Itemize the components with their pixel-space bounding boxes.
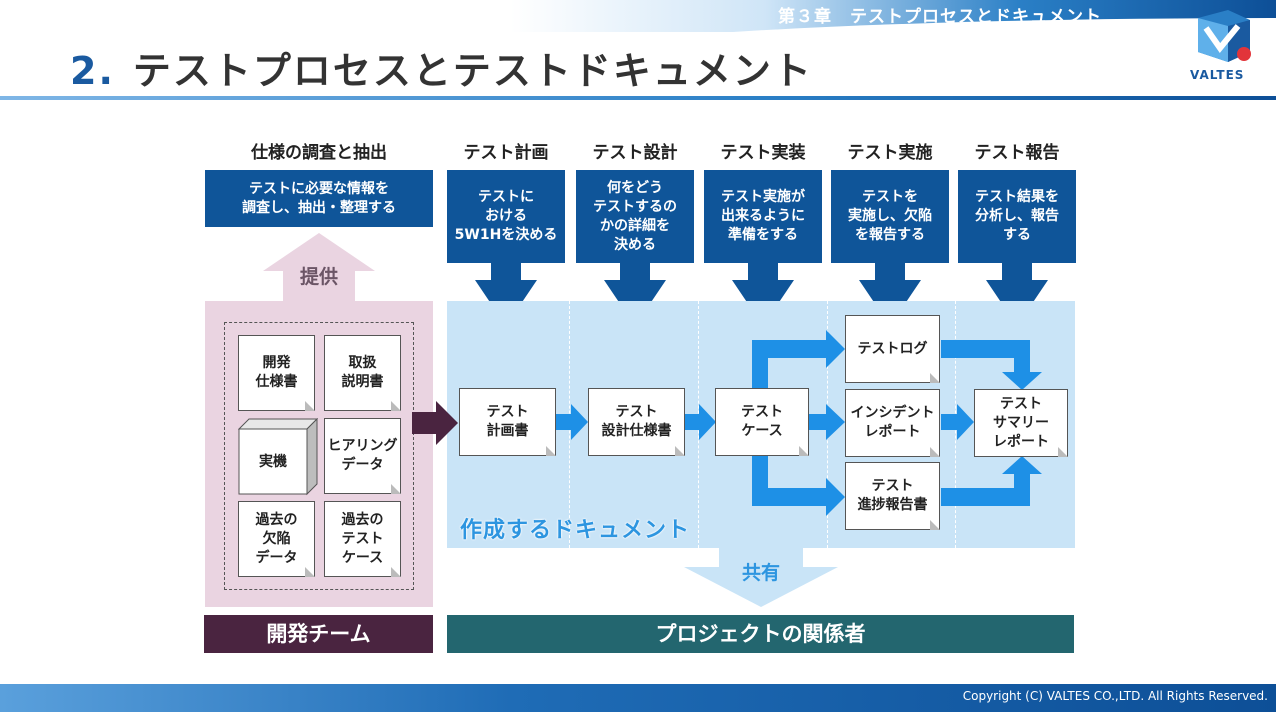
down-arrow-stem [1002, 262, 1032, 282]
heading-spec-research: 仕様の調査と抽出 [251, 143, 387, 163]
title-text: テストプロセスとテストドキュメント [132, 49, 813, 93]
incident-to-summary-arrow-icon [941, 404, 974, 440]
heading-test-execution: テスト実施 [847, 143, 933, 163]
down-arrow-stem [748, 262, 778, 282]
footer-band [0, 684, 1276, 712]
desc-test-execution: テストを実施し、欠陥を報告する [831, 170, 949, 263]
heading-test-design: テスト設計 [592, 143, 678, 163]
provide-label: 提供 [299, 266, 338, 288]
dev-doc-past-test-cases: 過去のテストケース [324, 501, 401, 577]
down-arrow-stem [620, 262, 650, 282]
progress-to-summary-arrow-icon [941, 456, 1042, 506]
copyright-text: Copyright (C) VALTES CO.,LTD. All Rights… [962, 689, 1268, 703]
project-stakeholders-bar: プロジェクトの関係者 [447, 615, 1074, 653]
heading-test-reporting: テスト報告 [974, 143, 1060, 163]
desc-test-reporting: テスト結果を分析し、報告する [958, 170, 1076, 263]
valtes-logo-icon [1198, 10, 1251, 62]
down-arrow-stem [491, 262, 521, 282]
chapter-label: 第３章 テストプロセスとドキュメント [778, 7, 1102, 27]
documents-created-label: 作成するドキュメント [460, 518, 691, 543]
real-device-label: 実機 [259, 454, 287, 470]
dev-team-bar: 開発チーム [204, 615, 433, 653]
title-number: 2. [70, 49, 115, 93]
dev-doc-spec: 開発仕様書 [238, 335, 315, 411]
heading-test-implementation: テスト実装 [720, 143, 806, 163]
doc-progress-report: テスト進捗報告書 [845, 462, 940, 530]
down-arrow-stem [875, 262, 905, 282]
header-band [0, 0, 1276, 58]
share-arrow-stem [719, 548, 803, 568]
title-rule [0, 96, 1276, 100]
provide-arrow-icon [263, 233, 375, 271]
dev-doc-hearing-data: ヒアリングデータ [324, 418, 401, 494]
dev-to-plan-arrow-icon [412, 401, 458, 445]
case-to-log-arrow-icon [752, 330, 845, 398]
log-to-summary-arrow-icon [941, 340, 1042, 390]
dev-materials-group [224, 322, 414, 590]
provide-arrow-stem [283, 270, 355, 302]
share-label: 共有 [741, 562, 780, 584]
dev-doc-past-defects: 過去の欠陥データ [238, 501, 315, 577]
doc-test-summary-report: テストサマリーレポート [974, 389, 1068, 457]
logo-text: VALTES [1190, 68, 1245, 82]
doc-test-plan: テスト計画書 [459, 388, 556, 456]
case-to-progress-arrow-icon [752, 456, 845, 516]
doc-incident-report: インシデントレポート [845, 389, 940, 457]
page-title: 2. テストプロセスとテストドキュメント [70, 40, 813, 95]
desc-test-implementation: テスト実施が出来るように準備をする [704, 170, 822, 263]
doc-test-log: テストログ [845, 315, 940, 383]
desc-spec-research: テストに必要な情報を調査し、抽出・整理する [205, 170, 433, 227]
design-to-case-arrow-icon [683, 404, 716, 440]
heading-test-planning: テスト計画 [463, 143, 549, 163]
case-to-incident-arrow-icon [808, 404, 845, 440]
plan-to-design-arrow-icon [555, 404, 588, 440]
doc-test-case: テストケース [715, 388, 809, 456]
desc-test-design: 何をどうテストするのかの詳細を決める [576, 170, 694, 263]
doc-test-design-spec: テスト設計仕様書 [588, 388, 685, 456]
real-device-cube-icon [238, 418, 318, 496]
dev-doc-manual: 取扱説明書 [324, 335, 401, 411]
share-arrow-icon [684, 567, 838, 607]
